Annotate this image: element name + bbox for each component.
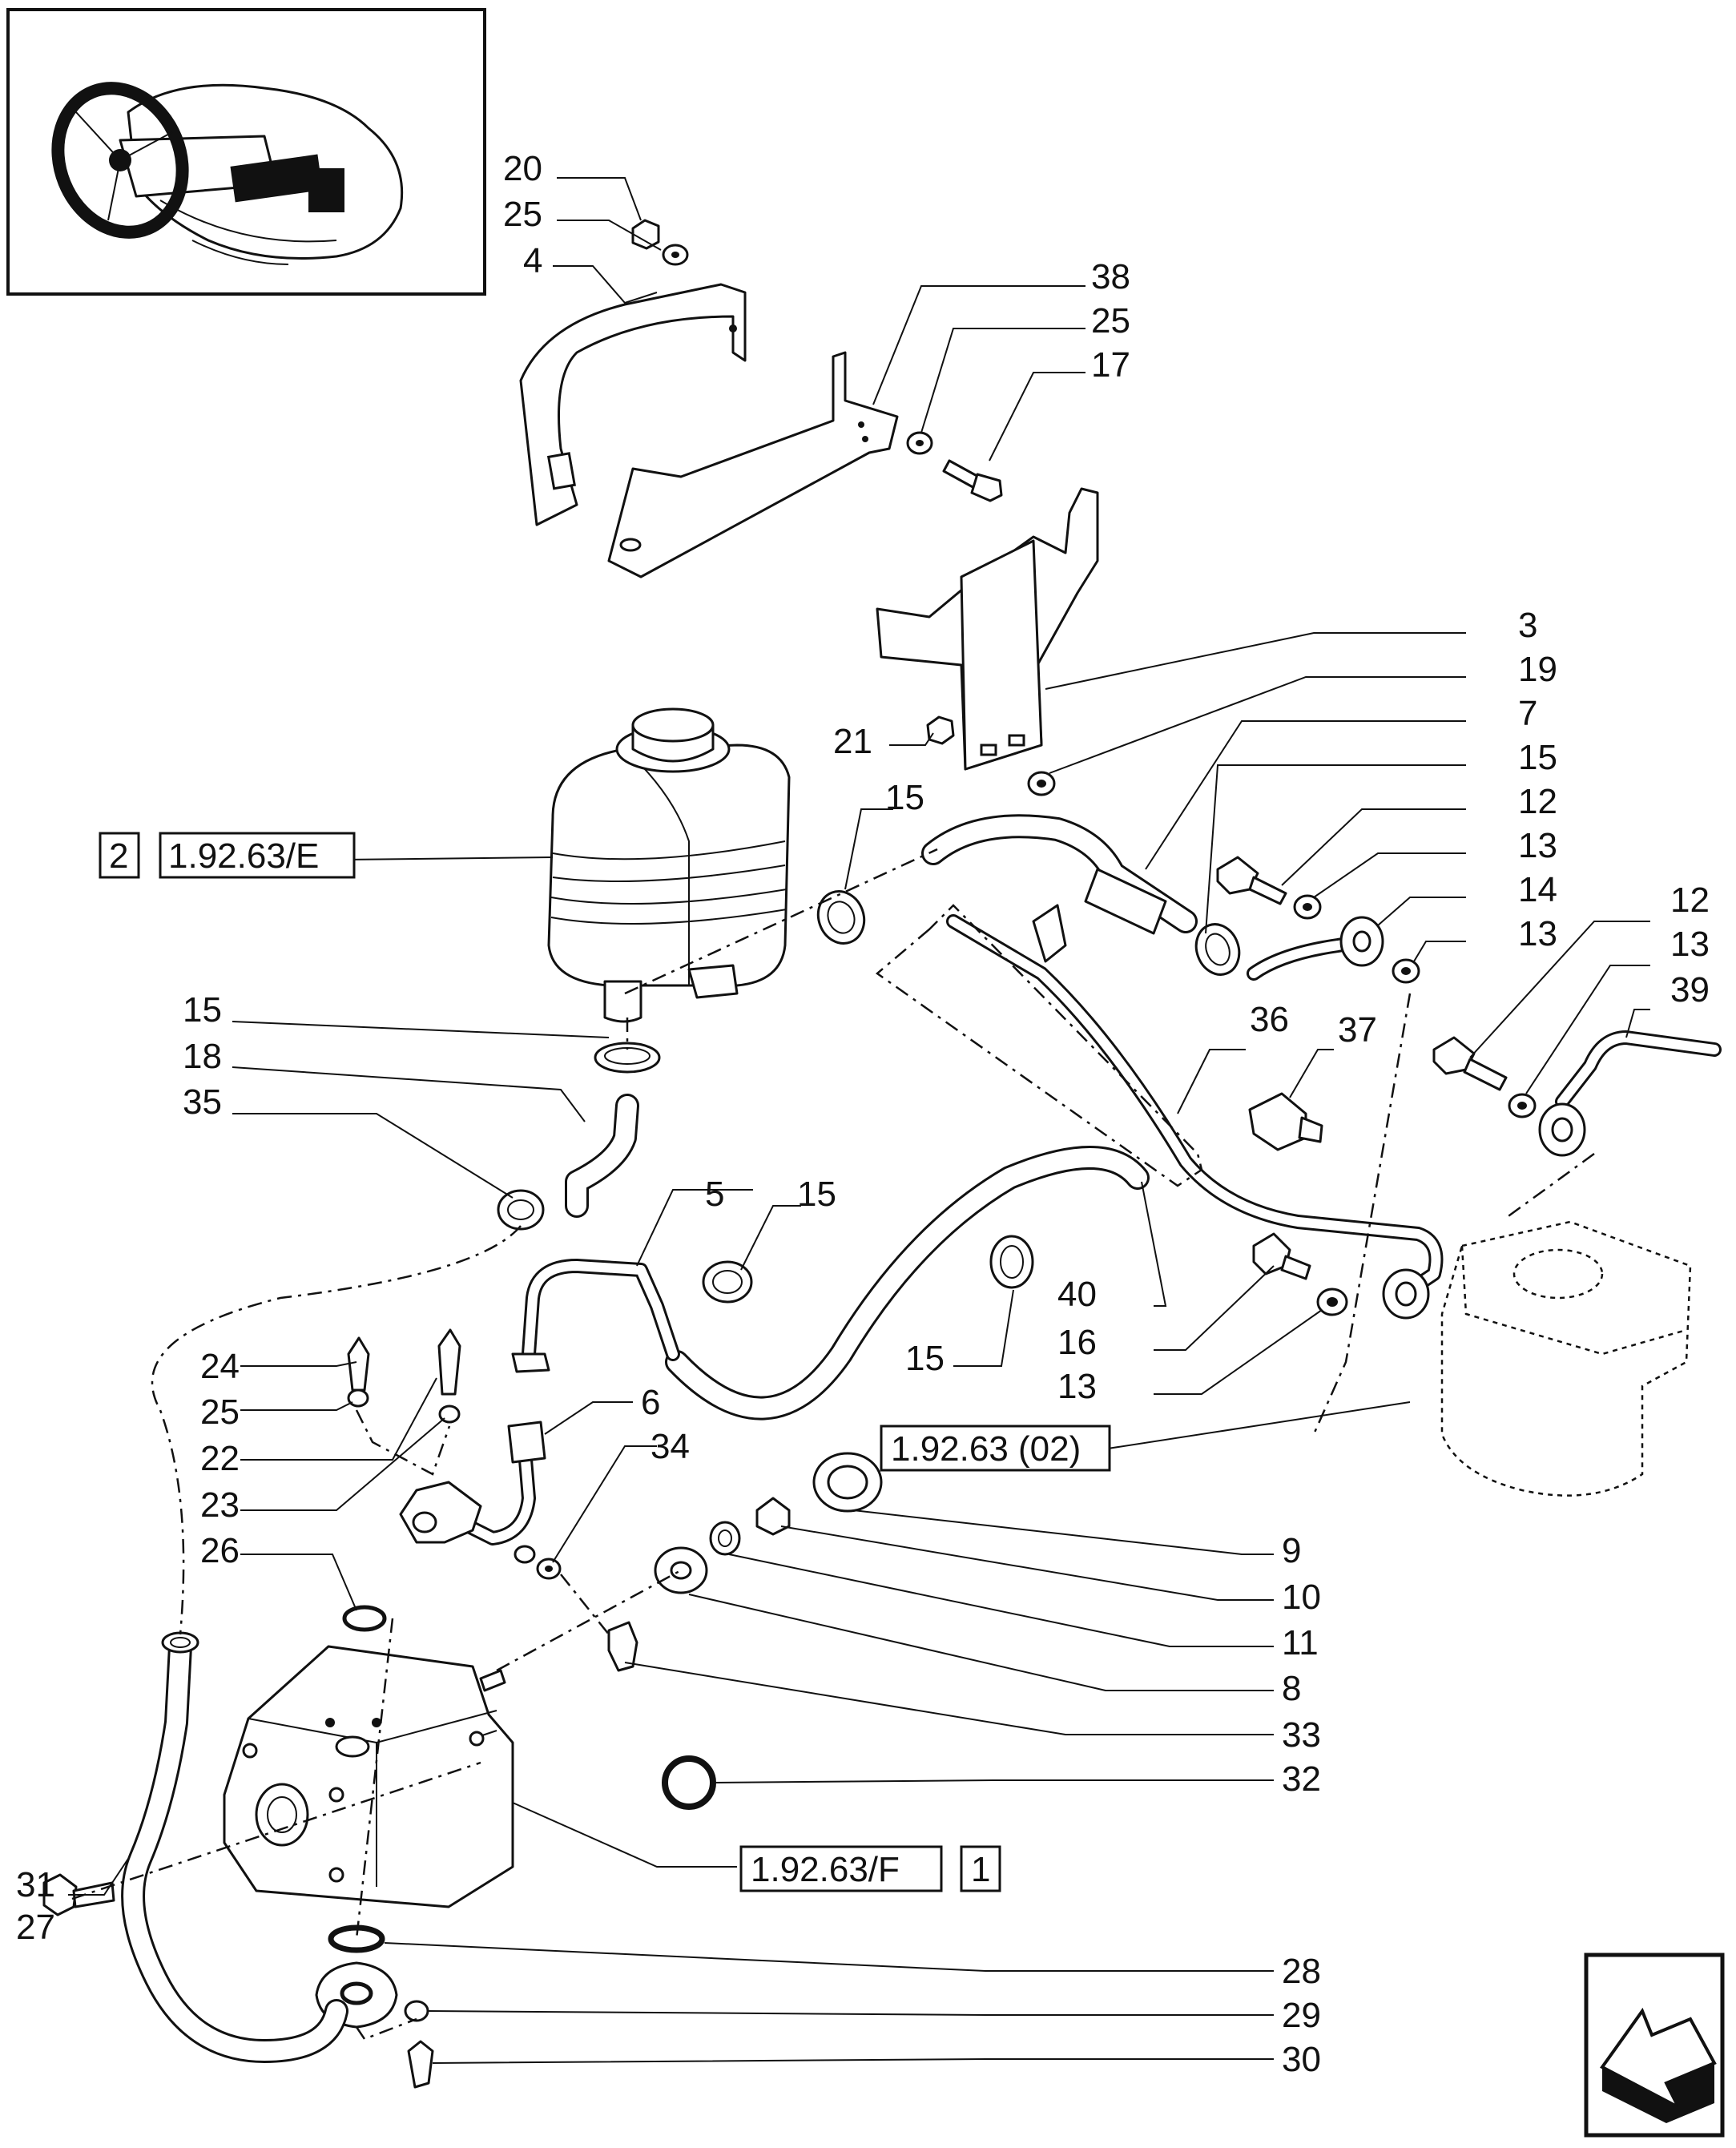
ref-pump-number: 1 [971, 1850, 990, 1889]
callout: 15 [885, 778, 924, 817]
callout: 22 [200, 1439, 240, 1478]
assembly-centre-lines [71, 848, 1595, 2041]
callout: 15 [797, 1175, 836, 1214]
callout: 3 [1518, 606, 1537, 645]
callout: 20 [503, 149, 542, 188]
reservoir-outlet-hose [497, 1042, 661, 1231]
tank-strap-and-bracket [519, 219, 1003, 578]
ref-steering-link[interactable]: 1.92.63 (02) [880, 1425, 1111, 1472]
callout: 11 [1282, 1623, 1319, 1662]
callout: 25 [1091, 301, 1130, 341]
callout: 33 [1282, 1715, 1321, 1755]
callout: 39 [1670, 970, 1710, 1010]
leader-lines [68, 177, 1650, 2064]
tractor-steering-overview-icon [6, 8, 486, 296]
callout: 16 [1057, 1323, 1097, 1362]
callout: 4 [523, 241, 542, 280]
callout: 12 [1670, 881, 1710, 920]
callout: 13 [1518, 826, 1557, 865]
ref-tank-code: 1.92.63/E [168, 836, 319, 876]
suction-pipe [121, 1631, 348, 2063]
ref-tank-number: 2 [109, 836, 128, 876]
callout: 5 [705, 1175, 724, 1214]
callout: 10 [1282, 1578, 1321, 1617]
callout: 25 [200, 1392, 240, 1432]
previous-page-arrow-icon[interactable] [1584, 1953, 1725, 2138]
callout: 25 [503, 195, 542, 234]
mounting-bracket [876, 487, 1099, 796]
callout: 19 [1518, 650, 1557, 689]
callout: 27 [16, 1908, 55, 1947]
callout: 7 [1518, 694, 1537, 733]
ref-pump-link[interactable]: 1.92.63/F 1 [739, 1845, 1001, 1892]
callout: 12 [1518, 782, 1557, 821]
callout: 38 [1091, 257, 1130, 296]
ref-steering-code: 1.92.63 (02) [891, 1429, 1081, 1469]
callout: 13 [1518, 914, 1557, 953]
callout: 36 [1250, 1000, 1289, 1039]
callout: 26 [200, 1531, 240, 1570]
callout: 24 [200, 1347, 240, 1386]
callout: 13 [1057, 1367, 1097, 1406]
callout: 35 [183, 1082, 222, 1122]
callout: 21 [833, 722, 872, 761]
callout: 15 [1518, 738, 1557, 777]
callout: 28 [1282, 1952, 1321, 1991]
callout: 6 [641, 1383, 660, 1422]
hydraulic-pump [42, 1605, 514, 2089]
oil-reservoir [203, 707, 791, 1023]
pump-fittings [607, 1452, 883, 1810]
callout: 15 [905, 1339, 945, 1378]
suction-hose-upper [816, 814, 1241, 976]
ref-pump-code: 1.92.63/F [751, 1850, 900, 1889]
callout: 8 [1282, 1669, 1301, 1708]
callout: 32 [1282, 1759, 1321, 1799]
callout: 30 [1282, 2040, 1321, 2079]
steering-unit-outline [1097, 1220, 1692, 1497]
callout: 17 [1091, 345, 1130, 385]
ref-tank-link[interactable]: 2 1.92.63/E [99, 832, 356, 879]
callout-labels: 20 25 4 38 25 17 3 19 21 7 15 15 12 13 1… [16, 149, 1710, 2079]
callout: 18 [183, 1037, 222, 1076]
callout: 31 [16, 1865, 55, 1904]
pressure-pipe [946, 904, 1444, 1320]
callout: 13 [1670, 925, 1710, 964]
banjo-fittings [1216, 856, 1722, 1157]
callout: 34 [650, 1427, 690, 1466]
callout: 29 [1282, 1996, 1321, 2035]
callout: 40 [1057, 1275, 1097, 1314]
callout: 15 [183, 990, 222, 1030]
return-hose [511, 1146, 1150, 1421]
callout: 37 [1338, 1010, 1377, 1050]
callout: 14 [1518, 870, 1557, 909]
pump-outlet-pipe [347, 1328, 562, 1580]
callout: 23 [200, 1485, 240, 1525]
callout: 9 [1282, 1531, 1301, 1570]
